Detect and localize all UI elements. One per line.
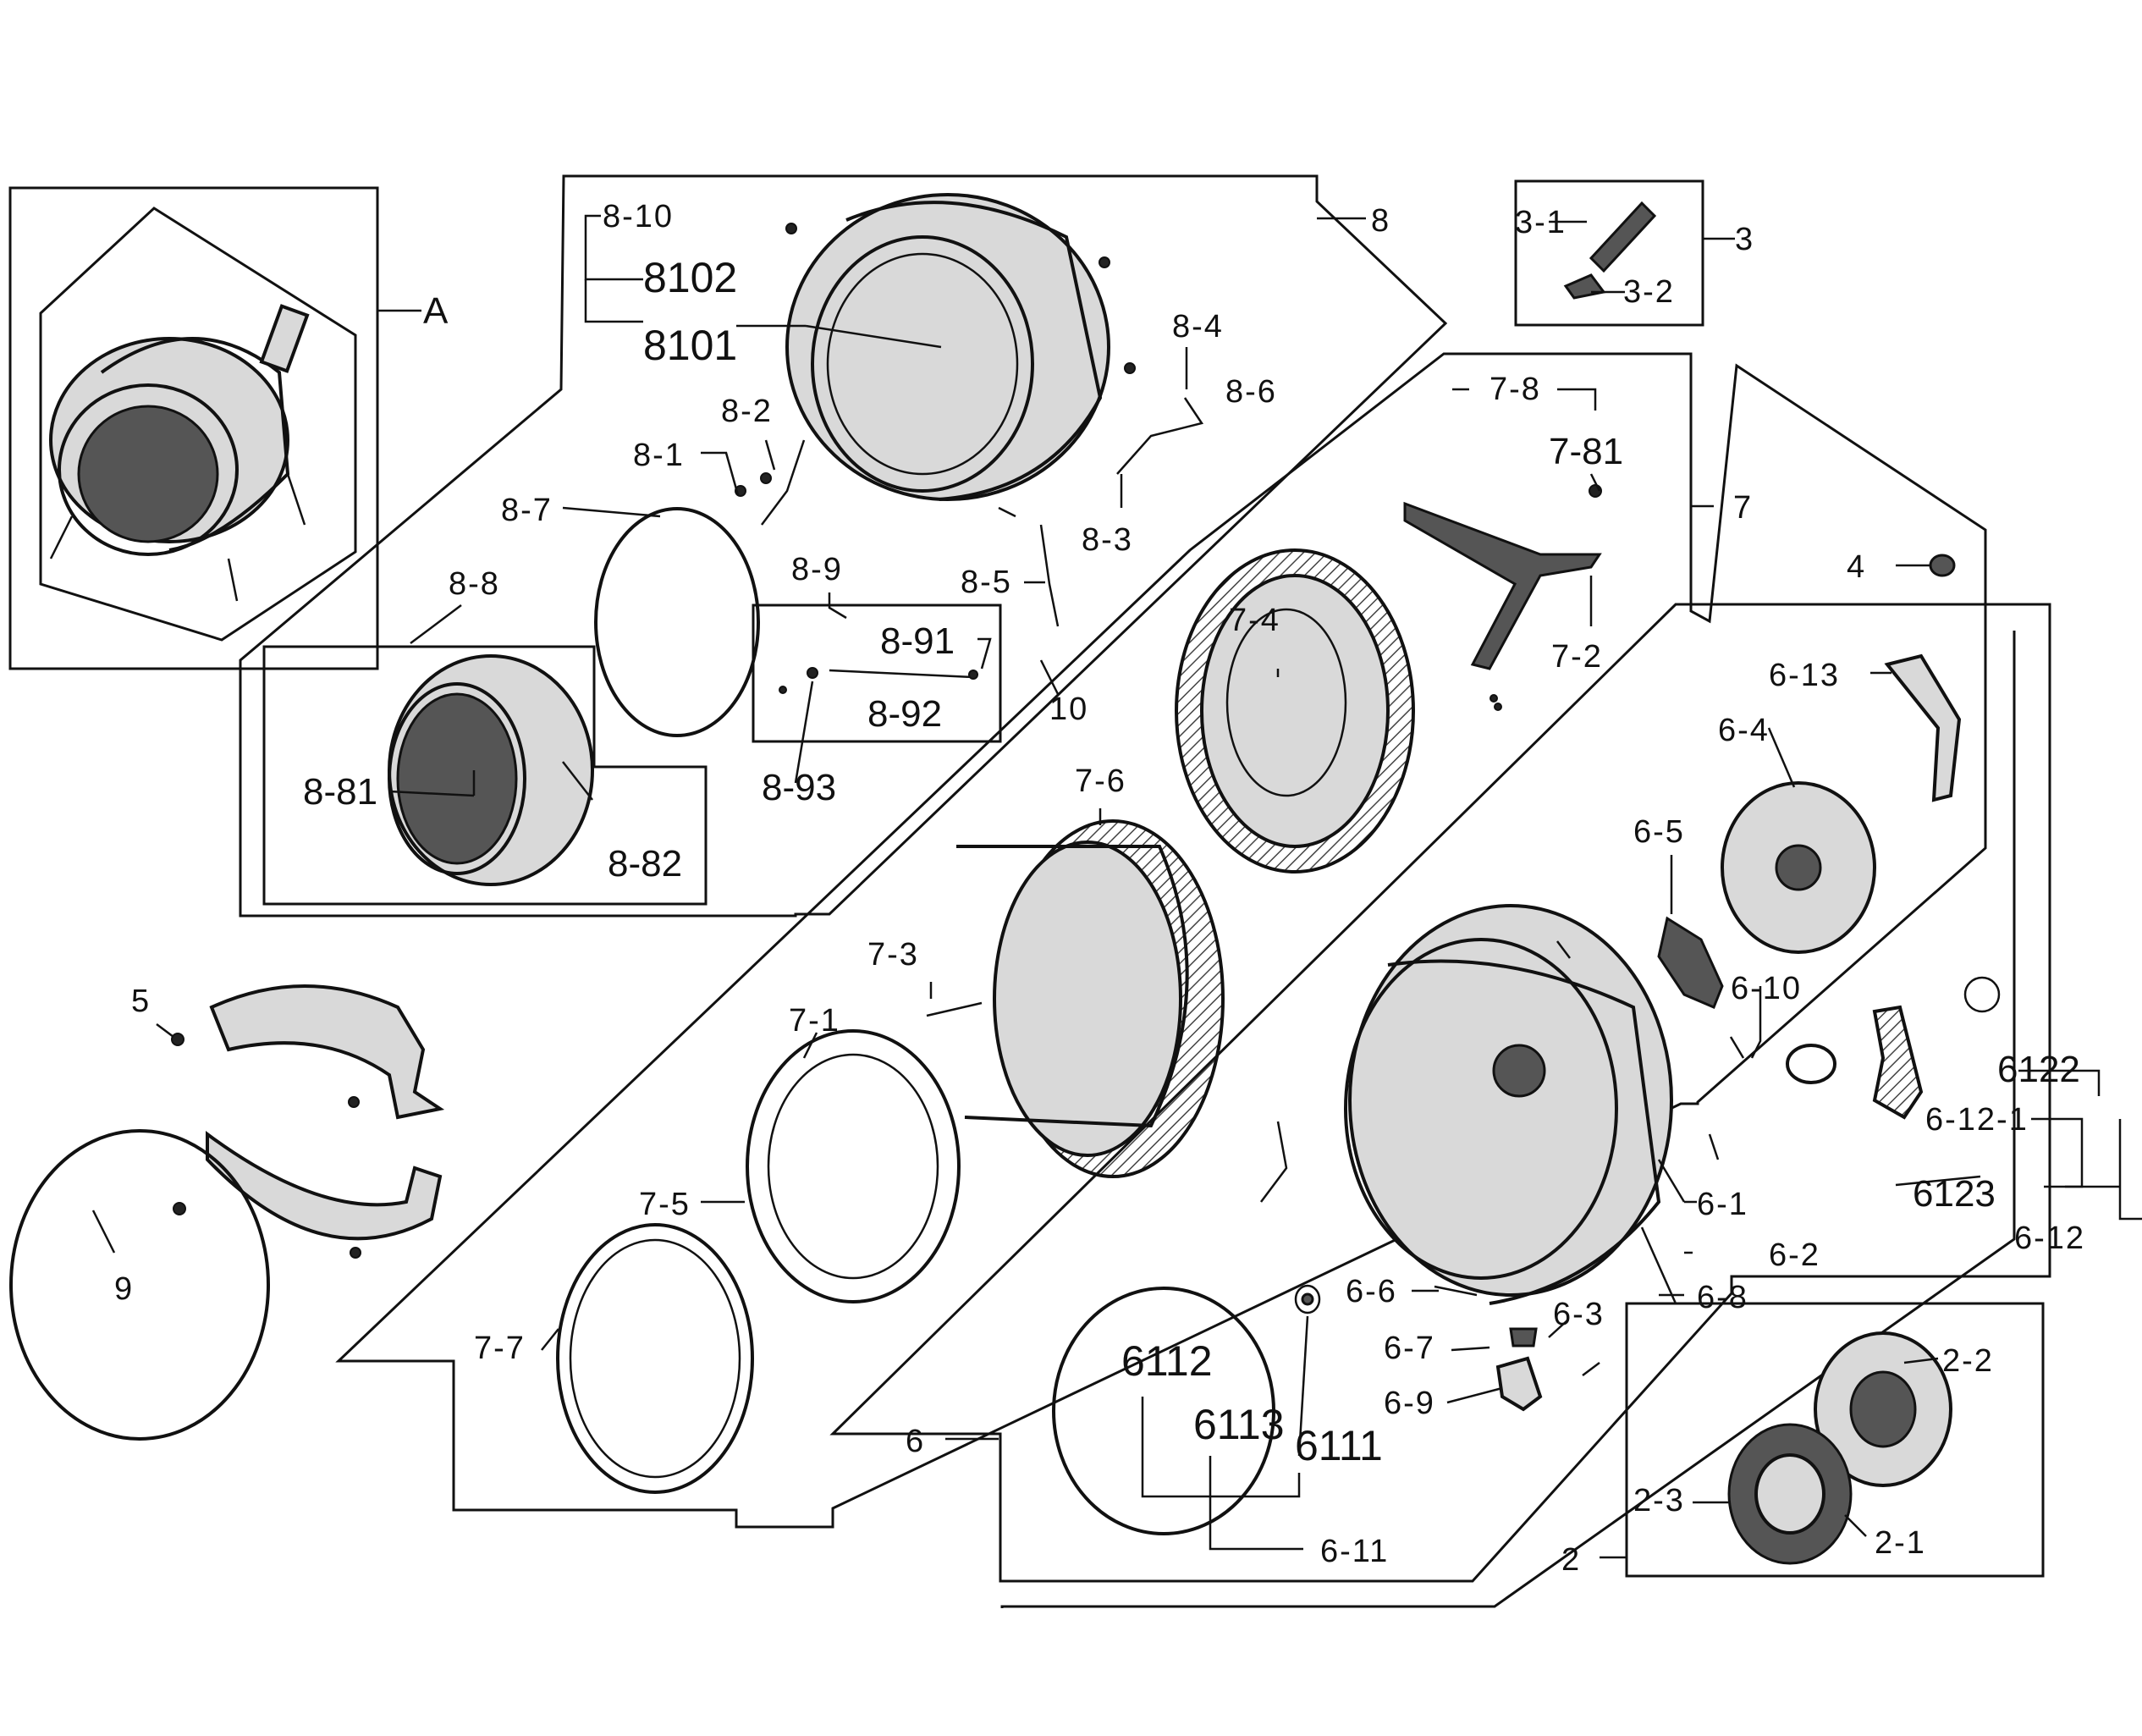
label-6-7: 6-7 (1384, 1331, 1435, 1366)
label-6-6: 6-6 (1346, 1274, 1397, 1309)
label-8-2: 8-2 (721, 394, 773, 429)
label-9: 9 (114, 1271, 134, 1307)
label-7-5: 7-5 (639, 1187, 691, 1222)
label-7-81: 7-81 (1549, 431, 1623, 472)
label-6113: 6113 (1193, 1401, 1285, 1448)
label-8-92: 8-92 (867, 693, 942, 735)
label-6-9: 6-9 (1384, 1386, 1435, 1421)
frame-group-8-8 (262, 645, 708, 906)
door-hinge-illustration (9, 984, 445, 1441)
front-gasket-8-7 (594, 507, 760, 737)
label-7-8: 7-8 (1489, 372, 1541, 407)
gasket-7-7 (556, 1223, 754, 1494)
door-ring-illustration (388, 654, 594, 886)
label-6123: 6123 (1913, 1173, 1996, 1215)
label-8-9: 8-9 (791, 552, 843, 587)
label-A: A (423, 290, 449, 332)
label-8-5: 8-5 (961, 565, 1012, 600)
frame-group-8-9 (752, 603, 1002, 743)
label-6-8: 6-8 (1697, 1280, 1748, 1315)
label-2: 2 (1561, 1542, 1581, 1578)
label-6112: 6112 (1121, 1337, 1213, 1385)
frame-group-7 (335, 352, 1987, 1529)
label-6-13: 6-13 (1769, 658, 1840, 693)
callout-labels: A 8 8-10 8102 8101 8-2 8-1 8-7 8-8 8-4 8… (114, 199, 2085, 1578)
label-7-1: 7-1 (789, 1003, 840, 1039)
label-4: 4 (1847, 549, 1866, 585)
group-frames (8, 174, 2051, 1608)
frame-assembly-a (8, 186, 379, 670)
drum-illustration (556, 484, 1602, 1494)
label-6-4: 6-4 (1718, 713, 1770, 748)
label-8-1: 8-1 (633, 438, 685, 473)
label-8-93: 8-93 (762, 767, 836, 808)
frame-group-8 (239, 174, 1448, 918)
label-8-6: 8-6 (1225, 374, 1277, 410)
label-6-10: 6-10 (1731, 971, 1802, 1006)
label-6-3: 6-3 (1553, 1297, 1605, 1332)
label-3-1: 3-1 (1515, 205, 1567, 240)
label-7-6: 7-6 (1075, 763, 1126, 799)
label-6-1: 6-1 (1697, 1187, 1748, 1222)
label-8-8: 8-8 (449, 566, 500, 602)
label-6: 6 (906, 1424, 925, 1459)
label-6-12-1: 6-12-1 (1925, 1102, 2029, 1138)
label-8-3: 8-3 (1082, 522, 1133, 558)
label-6122: 6122 (1997, 1049, 2080, 1090)
label-3: 3 (1735, 222, 1754, 257)
label-2-3: 2-3 (1633, 1483, 1685, 1518)
balancer-ring-7-1 (746, 1029, 961, 1303)
front-tub-illustration (594, 193, 1204, 737)
label-6-12: 6-12 (2014, 1221, 2085, 1256)
label-10: 10 (1049, 692, 1088, 727)
label-8-81: 8-81 (303, 771, 377, 813)
label-7-4: 7-4 (1229, 603, 1280, 638)
hose-assembly-illustration (779, 667, 978, 694)
label-2-1: 2-1 (1875, 1525, 1926, 1561)
rear-tub-illustration (1052, 653, 2001, 1535)
label-6-5: 6-5 (1633, 814, 1685, 850)
motor-illustration (1727, 1331, 1952, 1565)
label-5: 5 (131, 984, 151, 1019)
leader-lines (91, 214, 2142, 1559)
label-7-7: 7-7 (474, 1331, 526, 1366)
label-6111: 6111 (1295, 1422, 1383, 1469)
frame-group-3 (1514, 179, 1704, 327)
label-8-10: 8-10 (603, 199, 674, 234)
label-3-2: 3-2 (1623, 274, 1675, 310)
label-7: 7 (1733, 490, 1753, 526)
label-8102: 8102 (643, 254, 737, 301)
label-2-2: 2-2 (1942, 1343, 1994, 1379)
label-7-2: 7-2 (1551, 639, 1603, 675)
label-8-82: 8-82 (608, 843, 682, 885)
label-6-2: 6-2 (1769, 1237, 1820, 1273)
frame-group-2 (1625, 1302, 2045, 1578)
frame-group-6-inner (1000, 631, 2016, 1608)
part-4-illustration (1929, 554, 1956, 577)
label-8-7: 8-7 (501, 493, 553, 528)
label-8-91: 8-91 (880, 620, 955, 662)
tub-assembly-illustration (39, 207, 357, 642)
label-8101: 8101 (643, 322, 737, 369)
label-6-11: 6-11 (1320, 1534, 1389, 1569)
label-8: 8 (1371, 203, 1390, 239)
tub-gasket-6112 (1052, 1287, 1275, 1535)
door-glass-9 (9, 1129, 270, 1441)
label-8-4: 8-4 (1172, 309, 1224, 344)
label-7-3: 7-3 (867, 937, 919, 973)
